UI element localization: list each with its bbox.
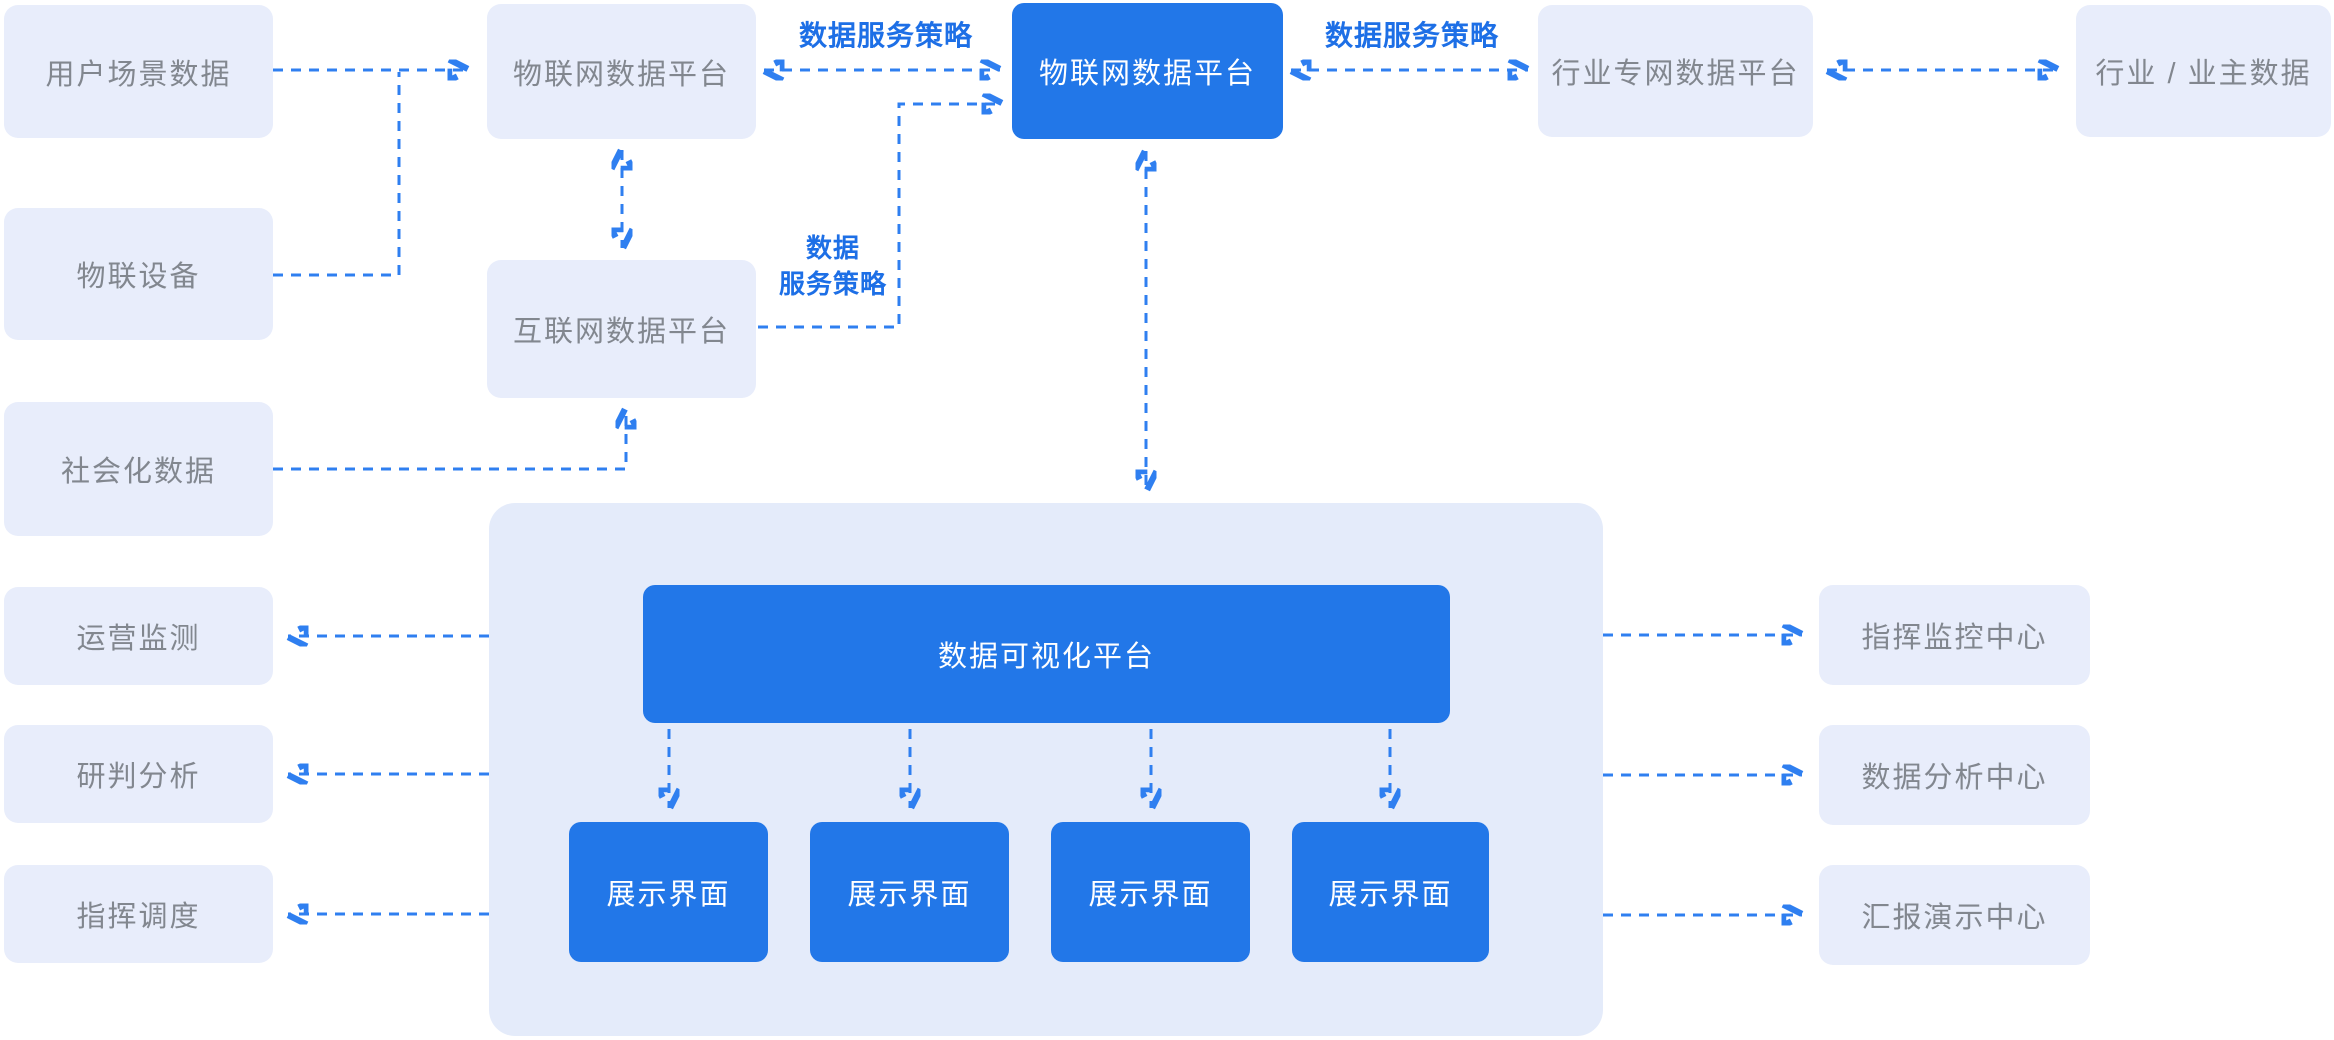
line-iot-devices-elbow <box>273 72 401 277</box>
node-command-monitoring-center: 指挥监控中心 <box>1819 585 2090 685</box>
node-data-analysis-center: 数据分析中心 <box>1819 725 2090 825</box>
node-label: 物联网数据平台 <box>512 58 730 91</box>
node-label: 指挥调度 <box>76 901 201 933</box>
node-display-screen-3: 展示界面 <box>1051 822 1250 962</box>
node-label: 展示界面 <box>847 879 972 911</box>
node-label: 运营监测 <box>76 623 201 655</box>
node-command-dispatch: 指挥调度 <box>4 865 273 963</box>
node-label: 展示界面 <box>606 879 731 911</box>
node-label: 物联设备 <box>76 261 201 293</box>
edge-label-data-service-policy-mid: 数据 服务策略 <box>733 230 933 302</box>
node-label: 用户场景数据 <box>45 58 232 91</box>
node-iot-data-platform-hub: 物联网数据平台 <box>1012 3 1283 139</box>
node-label: 数据分析中心 <box>1861 762 2048 794</box>
node-social-data: 社会化数据 <box>4 402 273 536</box>
node-display-screen-4: 展示界面 <box>1292 822 1489 962</box>
node-report-presentation-center: 汇报演示中心 <box>1819 865 2090 965</box>
node-industry-private-network-platform: 行业专网数据平台 <box>1538 5 1813 137</box>
node-industry-owner-data: 行业 / 业主数据 <box>2076 5 2331 137</box>
edge-label-data-service-policy-right: 数据服务策略 <box>1324 20 1499 51</box>
node-label: 物联网数据平台 <box>1038 58 1256 90</box>
node-data-visualization-platform: 数据可视化平台 <box>643 585 1450 723</box>
node-label: 行业专网数据平台 <box>1551 58 1800 90</box>
edge-label-data-service-policy-left: 数据服务策略 <box>798 20 973 51</box>
edge-label-line1: 数据 <box>805 233 860 263</box>
node-operation-monitoring: 运营监测 <box>4 587 273 685</box>
node-user-scene-data: 用户场景数据 <box>4 5 273 138</box>
arrow-social-data-to-internet-platform <box>273 409 626 471</box>
node-iot-devices: 物联设备 <box>4 208 273 340</box>
node-label: 展示界面 <box>1328 879 1453 911</box>
node-label: 互联网数据平台 <box>512 316 730 348</box>
node-label: 汇报演示中心 <box>1861 902 2048 934</box>
node-display-screen-2: 展示界面 <box>810 822 1009 962</box>
node-label: 指挥监控中心 <box>1861 622 2048 654</box>
node-label: 行业 / 业主数据 <box>2095 58 2312 90</box>
node-label: 社会化数据 <box>60 456 216 488</box>
node-display-screen-1: 展示界面 <box>569 822 768 962</box>
node-internet-data-platform: 互联网数据平台 <box>487 260 756 398</box>
node-label: 数据可视化平台 <box>937 641 1155 673</box>
node-iot-data-platform: 物联网数据平台 <box>487 4 756 139</box>
node-label: 展示界面 <box>1088 879 1213 911</box>
node-judgment-analysis: 研判分析 <box>4 725 273 823</box>
edge-label-line2: 服务策略 <box>778 269 887 299</box>
node-label: 研判分析 <box>76 761 201 793</box>
